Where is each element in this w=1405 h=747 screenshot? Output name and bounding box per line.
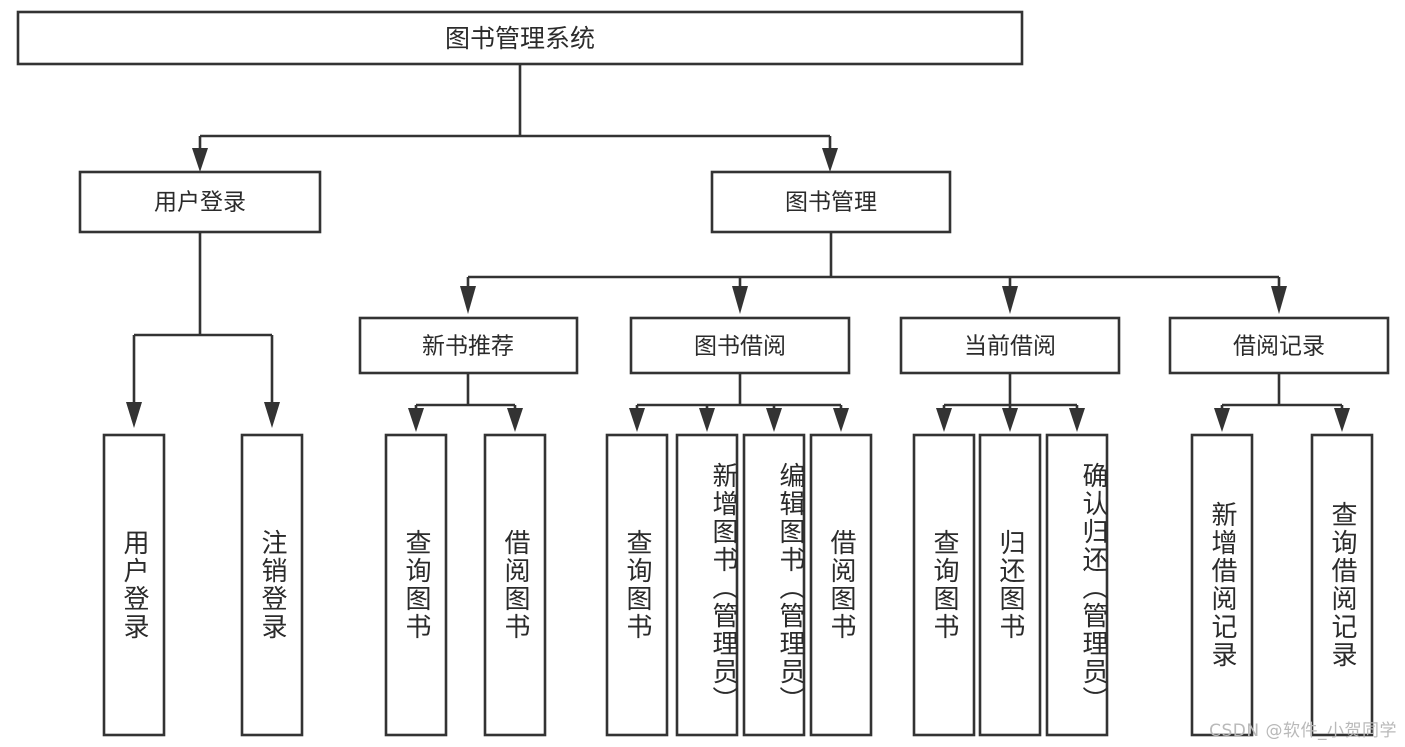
level2-label: 借阅记录 <box>1233 334 1325 360</box>
arrow-head-icon <box>507 408 523 432</box>
arrow-head-icon <box>833 408 849 432</box>
arrow-head-icon <box>408 408 424 432</box>
connector-line <box>635 373 843 412</box>
connector-line <box>942 373 1079 412</box>
level2-box[interactable] <box>358 316 579 375</box>
node-root[interactable]: 图书管理系统 <box>16 10 1024 66</box>
connector-line <box>132 232 274 405</box>
connector-currentborrow-to-leaves <box>936 373 1085 432</box>
watermark-text: CSDN @软件_小贺同学 <box>1209 721 1397 741</box>
leaf-box[interactable] <box>102 433 166 737</box>
connector-line <box>414 373 517 412</box>
connector-borrowrecord-to-leaves <box>1214 373 1350 432</box>
leaf-box[interactable] <box>978 433 1042 737</box>
connector-bookmanage-to-level2 <box>460 232 1287 314</box>
leaf-box[interactable] <box>809 433 873 737</box>
level2-label: 当前借阅 <box>964 334 1056 360</box>
connector-line <box>466 232 1281 290</box>
connector-newbook-to-leaves <box>408 373 523 432</box>
arrow-head-icon <box>1271 286 1287 314</box>
arrow-head-icon <box>629 408 645 432</box>
connector-bookborrow-to-leaves <box>629 373 849 432</box>
arrow-head-icon <box>460 286 476 314</box>
root-box[interactable] <box>16 10 1024 66</box>
arrow-head-icon <box>264 402 280 428</box>
arrow-head-icon <box>822 148 838 172</box>
leaf-box[interactable] <box>384 433 448 737</box>
node-user-login[interactable]: 用户登录 <box>78 170 322 234</box>
arrow-head-icon <box>1069 408 1085 432</box>
level1-label: 图书管理 <box>785 190 877 216</box>
leaf-box[interactable] <box>1310 433 1374 737</box>
leaf-box[interactable] <box>1190 433 1254 737</box>
arrow-head-icon <box>192 148 208 172</box>
arrow-head-icon <box>126 402 142 428</box>
connector-line <box>1220 373 1344 412</box>
node-borrow-record[interactable]: 借阅记录 <box>1168 316 1390 375</box>
arrow-head-icon <box>936 408 952 432</box>
leaf-box[interactable] <box>742 433 806 737</box>
level1-box[interactable] <box>78 170 322 234</box>
level2-label: 新书推荐 <box>422 334 514 360</box>
arrow-head-icon <box>1002 286 1018 314</box>
level2-box[interactable] <box>899 316 1121 375</box>
node-current-borrow[interactable]: 当前借阅 <box>899 316 1121 375</box>
leaf-box[interactable] <box>240 433 304 737</box>
connector-root-to-level1 <box>192 64 838 172</box>
leaf-box[interactable] <box>605 433 669 737</box>
connector-userlogin-to-leaves <box>126 232 280 428</box>
node-book-borrow[interactable]: 图书借阅 <box>629 316 851 375</box>
arrow-head-icon <box>1002 408 1018 432</box>
root-label: 图书管理系统 <box>445 24 595 53</box>
arrow-head-icon <box>766 408 782 432</box>
leaf-box[interactable] <box>675 433 739 737</box>
connector-line <box>198 64 832 152</box>
arrow-head-icon <box>1214 408 1230 432</box>
level2-label: 图书借阅 <box>694 334 786 360</box>
leaf-box[interactable] <box>483 433 547 737</box>
node-book-manage[interactable]: 图书管理 <box>710 170 952 234</box>
leaf-box[interactable] <box>1045 433 1109 737</box>
leaf-box[interactable] <box>912 433 976 737</box>
arrow-head-icon <box>1334 408 1350 432</box>
arrow-head-icon <box>732 286 748 314</box>
level1-label: 用户登录 <box>154 190 246 216</box>
arrow-head-icon <box>699 408 715 432</box>
node-new-book-recommend[interactable]: 新书推荐 <box>358 316 579 375</box>
